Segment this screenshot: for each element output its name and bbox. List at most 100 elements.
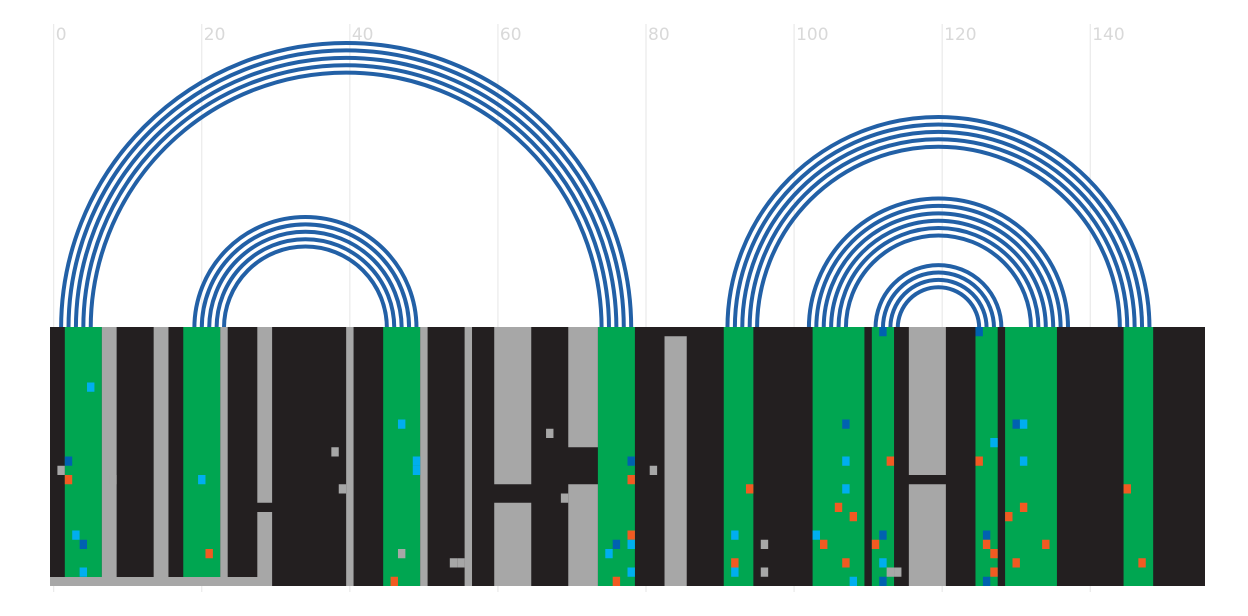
arc-link — [806, 196, 1071, 329]
mutation-cell — [64, 456, 73, 466]
mutation-cell — [731, 558, 739, 568]
arc-link — [199, 222, 412, 329]
mutation-cell — [79, 539, 88, 549]
mutation-cell — [820, 539, 828, 549]
mutation-cell — [1138, 558, 1146, 568]
arc-link — [821, 211, 1056, 329]
gap-bar — [101, 327, 117, 586]
mutation-cell — [990, 438, 998, 448]
mutation-cell — [745, 484, 754, 494]
gap-bar — [257, 512, 273, 586]
gap-bar — [153, 327, 169, 586]
mutation-cell — [879, 530, 887, 540]
mutation-cell — [879, 327, 887, 337]
gap-cell — [449, 558, 458, 568]
mutation-cell — [612, 539, 621, 549]
gap-bar — [257, 327, 273, 503]
paired-column-band — [1123, 327, 1154, 586]
gap-cell — [560, 493, 569, 503]
x-tick-label: 120 — [944, 25, 976, 45]
mutation-cell — [87, 382, 95, 392]
gap-cell — [894, 567, 902, 577]
mutation-cell — [390, 576, 398, 586]
gap-bar — [664, 336, 687, 586]
arc-link — [207, 229, 404, 329]
gap-cell — [760, 567, 769, 577]
mutation-cell — [412, 456, 421, 466]
arc-link — [888, 277, 989, 329]
gap-cell — [338, 484, 347, 494]
arc-link — [66, 48, 626, 329]
mutation-cell — [627, 530, 635, 540]
arc-link — [873, 263, 1004, 329]
arc-link — [221, 244, 389, 329]
mutation-cell — [1012, 419, 1020, 429]
gap-cell — [649, 465, 658, 475]
gap-bar — [220, 327, 228, 586]
paired-column-band — [723, 327, 754, 586]
mutation-cell — [1019, 502, 1028, 512]
mutation-cell — [1005, 512, 1013, 522]
arc-link — [843, 233, 1034, 329]
mutation-cell — [982, 539, 991, 549]
mutation-cell — [627, 567, 635, 577]
mutation-cell — [849, 576, 858, 586]
gap-bar — [568, 327, 598, 448]
x-tick-label: 80 — [648, 25, 670, 45]
mutation-cell — [605, 549, 613, 559]
mutation-cell — [1042, 539, 1050, 549]
x-tick-label: 100 — [796, 25, 828, 45]
mutation-cell — [1019, 456, 1028, 466]
gap-cell — [331, 447, 339, 457]
arc-link — [192, 215, 419, 329]
gap-bar — [346, 327, 354, 586]
mutation-cell — [886, 456, 895, 466]
arc-link — [747, 137, 1130, 329]
x-tick-label: 60 — [500, 25, 522, 45]
arc-link — [725, 115, 1152, 329]
mutation-cell — [205, 549, 213, 559]
mutation-cell — [834, 502, 843, 512]
paired-column-band — [183, 327, 221, 586]
mutation-cell — [1019, 419, 1028, 429]
gap-cell — [397, 549, 406, 559]
arc-link — [880, 270, 996, 329]
arc-link — [732, 122, 1145, 329]
mutation-cell — [64, 475, 73, 485]
arc-link — [214, 237, 397, 329]
gap-bar — [50, 577, 265, 586]
arc-link — [73, 55, 619, 329]
mutation-cell — [975, 327, 983, 337]
paired-column-band — [975, 327, 998, 586]
mutation-cell — [975, 456, 983, 466]
gap-bar — [908, 327, 946, 475]
gap-cell — [760, 539, 769, 549]
gap-bar — [908, 484, 946, 586]
mutation-cell — [198, 475, 206, 485]
mutation-cell — [627, 456, 635, 466]
gap-cell — [57, 465, 65, 475]
mutation-cell — [990, 549, 998, 559]
mutation-cell — [849, 512, 858, 522]
gap-bar — [464, 327, 473, 586]
mutation-cell — [627, 539, 635, 549]
mutation-cell — [842, 484, 850, 494]
gap-bar — [494, 327, 532, 485]
mutation-cell — [982, 576, 991, 586]
paired-column-band — [871, 327, 895, 586]
mutation-cell — [397, 419, 406, 429]
mutation-cell — [812, 530, 820, 540]
mutation-cell — [879, 576, 887, 586]
mutation-cell — [79, 567, 88, 577]
gap-cell — [457, 558, 465, 568]
mutation-cell — [612, 576, 621, 586]
arc-link — [755, 144, 1122, 329]
gap-bar — [494, 502, 532, 586]
arc-link — [81, 63, 611, 329]
mutation-cell — [731, 567, 739, 577]
mutation-cell — [627, 475, 635, 485]
mutation-cell — [412, 465, 421, 475]
mutation-cell — [1012, 558, 1020, 568]
arc-link — [895, 285, 982, 329]
arc-links — [59, 40, 1152, 329]
